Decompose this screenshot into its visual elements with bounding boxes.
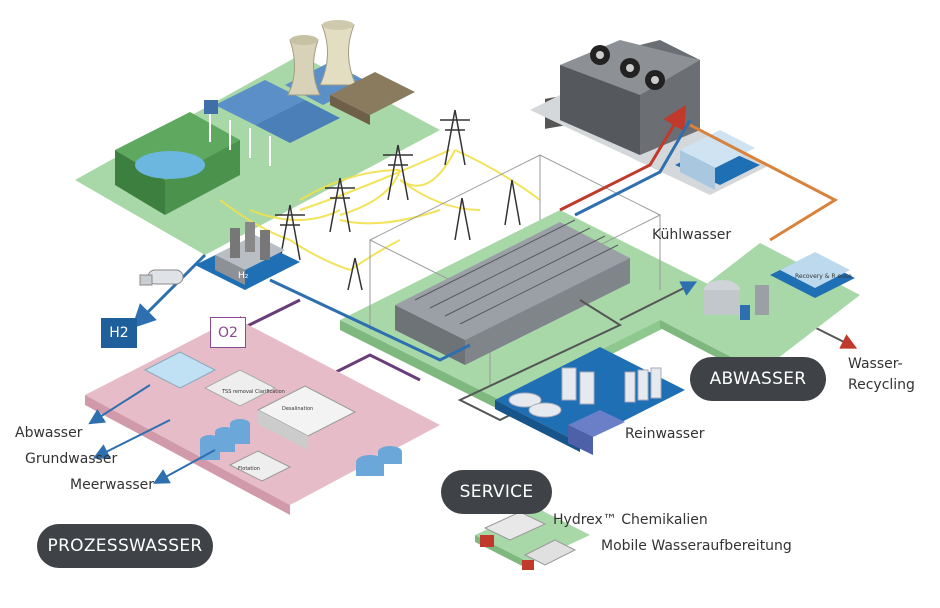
h2-truck-icon bbox=[139, 269, 184, 286]
wasser-recycling-label-line1: Wasser- bbox=[848, 356, 903, 372]
grundwasser-label: Grundwasser bbox=[25, 451, 118, 467]
service-platform bbox=[475, 507, 590, 570]
prozesswasser-platform: TSS removal Clarification Desalination F… bbox=[85, 318, 440, 515]
flotation-label: Flotation bbox=[238, 466, 260, 472]
service-pill: SERVICE bbox=[441, 470, 552, 514]
o2-tag: O2 bbox=[210, 317, 246, 348]
wasser-recycling-label-line2: Recycling bbox=[848, 377, 915, 393]
pylons-icon bbox=[275, 109, 521, 291]
server-racks-icon bbox=[395, 219, 630, 365]
meerwasser-label: Meerwasser bbox=[70, 477, 155, 493]
h2-electrolyser-icon: H₂ bbox=[195, 222, 300, 290]
reinwasser-platform bbox=[495, 347, 685, 455]
hydrex-label: Hydrex™ Chemikalien bbox=[553, 512, 708, 528]
abwasser-pill: ABWASSER bbox=[690, 357, 826, 401]
prozesswasser-pill: PROZESSWASSER bbox=[37, 524, 213, 568]
mobile-label: Mobile Wasseraufbereitung bbox=[601, 538, 792, 554]
tss-label: TSS removal Clarification bbox=[221, 389, 285, 395]
kuehlwasser-label: Kühlwasser bbox=[652, 227, 732, 243]
power-generation-platform bbox=[75, 20, 440, 255]
cooling-towers-icon bbox=[287, 20, 357, 96]
reinwasser-label: Reinwasser bbox=[625, 426, 705, 442]
desal-label: Desalination bbox=[282, 406, 313, 412]
cooling-unit bbox=[530, 40, 770, 195]
abwasser-inlet-label: Abwasser bbox=[15, 425, 83, 441]
h2-tag: H2 bbox=[101, 318, 137, 348]
wind-turbines-icon bbox=[209, 112, 271, 166]
recovery-label: Recovery & R euse bbox=[795, 273, 852, 280]
h2-unit-label: H₂ bbox=[238, 271, 249, 281]
